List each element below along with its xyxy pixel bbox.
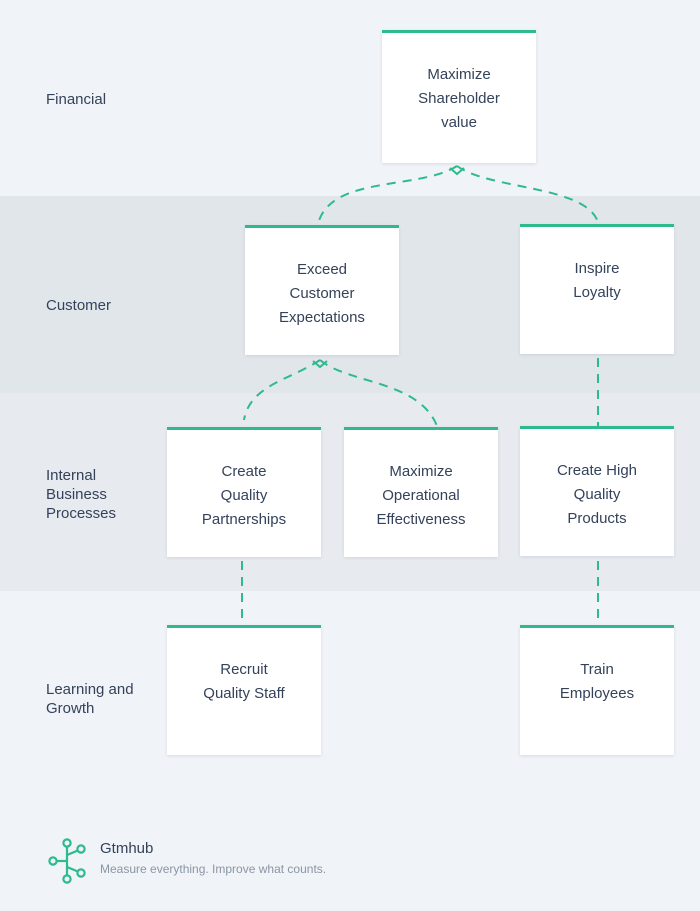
objective-card-inspire-loyalty[interactable]: Inspire Loyalty [520,224,674,354]
objective-card-maximize-operational-effectiveness[interactable]: Maximize Operational Effectiveness [344,427,498,557]
gtmhub-logo-icon [48,838,86,884]
brand-tagline: Measure everything. Improve what counts. [100,862,327,876]
objective-text: Create High Quality Products [556,462,638,527]
objective-card-create-quality-partnerships[interactable]: Create Quality Partnerships [167,427,321,557]
financial-band [0,0,700,196]
objective-text: Train Employees [559,661,635,702]
objective-text: Inspire Loyalty [573,260,621,301]
objective-text: Maximize Operational Effectiveness [376,463,466,528]
objective-card-exceed-customer-expectations[interactable]: Exceed Customer Expectations [245,225,399,355]
objective-card-create-high-quality-products[interactable]: Create High Quality Products [520,426,674,556]
row-label-customer: Customer [46,297,112,314]
row-label-financial: Financial [46,91,107,108]
objective-card-train-employees[interactable]: Train Employees [520,625,674,755]
objective-card-maximize-shareholder-value[interactable]: Maximize Shareholder value [382,30,536,163]
objective-text: Exceed Customer Expectations [279,261,365,326]
objective-text: Maximize Shareholder value [418,66,500,131]
objective-text: Recruit Quality Staff [203,661,285,702]
row-label-learning-and-growth: Learning and Growth [46,681,134,717]
objective-text: Create Quality Partnerships [201,463,287,528]
brand-name: Gtmhub [100,840,154,857]
objective-card-recruit-quality-staff[interactable]: Recruit Quality Staff [167,625,321,755]
row-label-internal-business-processes: Internal Business Processes [46,467,117,522]
